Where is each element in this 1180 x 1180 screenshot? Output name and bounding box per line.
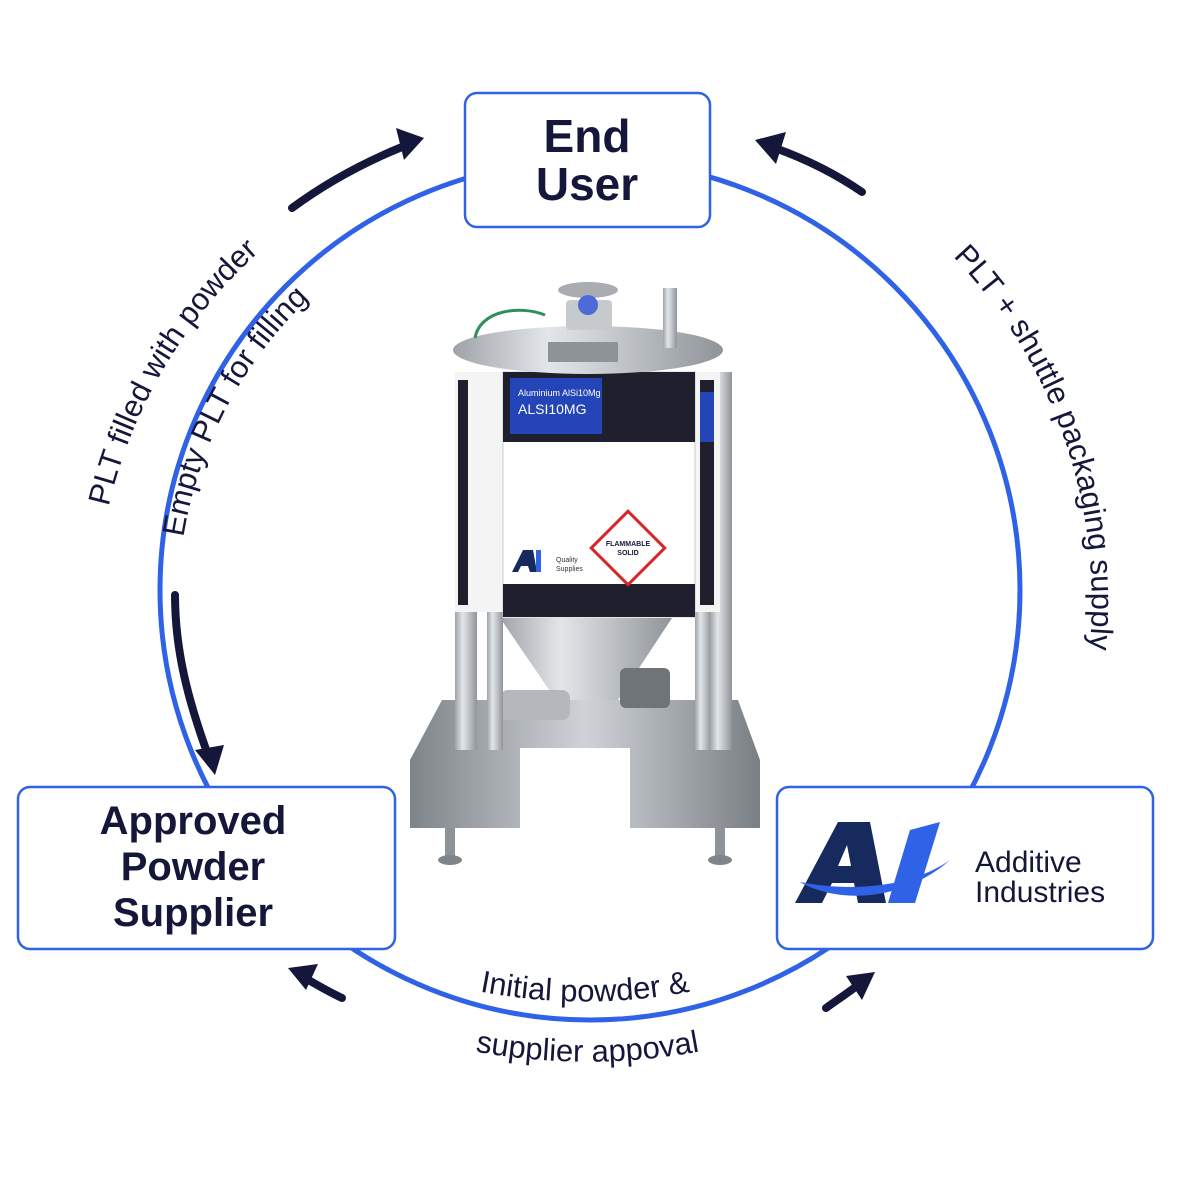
node-approved-powder-supplier: Approved Powder Supplier: [16, 785, 397, 951]
label-initial-powder: Initial powder &: [478, 964, 692, 1009]
hazard-label-line2: SOLID: [617, 550, 638, 557]
arrowhead-end-user-right: [755, 132, 786, 164]
node-end-user: End User: [463, 91, 712, 229]
svg-text:PLT + shuttle packaging supply: PLT + shuttle packaging supply: [948, 237, 1120, 652]
arrowhead-approved-supplier-bottom: [288, 964, 318, 990]
arrowhead-end-user-left: [396, 128, 424, 160]
label-supplier-approval: supplier appoval: [474, 1024, 701, 1069]
supplier-line2: Powder: [121, 845, 265, 889]
arrow-to-approved-supplier-top: [171, 591, 212, 759]
supplier-line1: Approved: [100, 799, 287, 843]
additive-industries-logo-icon: [795, 822, 950, 903]
label-shuttle-supply: PLT + shuttle packaging supply: [948, 237, 1120, 652]
svg-text:Initial powder &: Initial powder &: [478, 964, 692, 1009]
quality-label-line1: Quality: [556, 557, 578, 564]
supplier-line3: Supplier: [113, 891, 273, 935]
end-user-line1: End: [544, 110, 631, 162]
svg-text:supplier appoval: supplier appoval: [474, 1024, 701, 1069]
arrowhead-additive-industries: [846, 972, 875, 1000]
container-label-big: ALSI10MG: [518, 401, 586, 417]
logo-word-additive: Additive: [975, 846, 1082, 879]
arrowhead-approved-supplier-top: [195, 745, 224, 775]
logo-word-industries: Industries: [975, 876, 1105, 909]
powder-container-image: Aluminium AlSi10Mg ALSI10MG FLAMMABLE SO…: [410, 282, 760, 865]
hazard-label-line1: FLAMMABLE: [606, 541, 651, 548]
container-label-small: Aluminium AlSi10Mg: [518, 388, 601, 398]
arrow-to-end-user-right: [771, 144, 866, 196]
arrow-to-end-user-left: [288, 143, 406, 212]
quality-label-line2: Supplies: [556, 566, 583, 573]
end-user-line2: User: [536, 158, 638, 210]
node-additive-industries: Additive Industries: [775, 785, 1155, 951]
